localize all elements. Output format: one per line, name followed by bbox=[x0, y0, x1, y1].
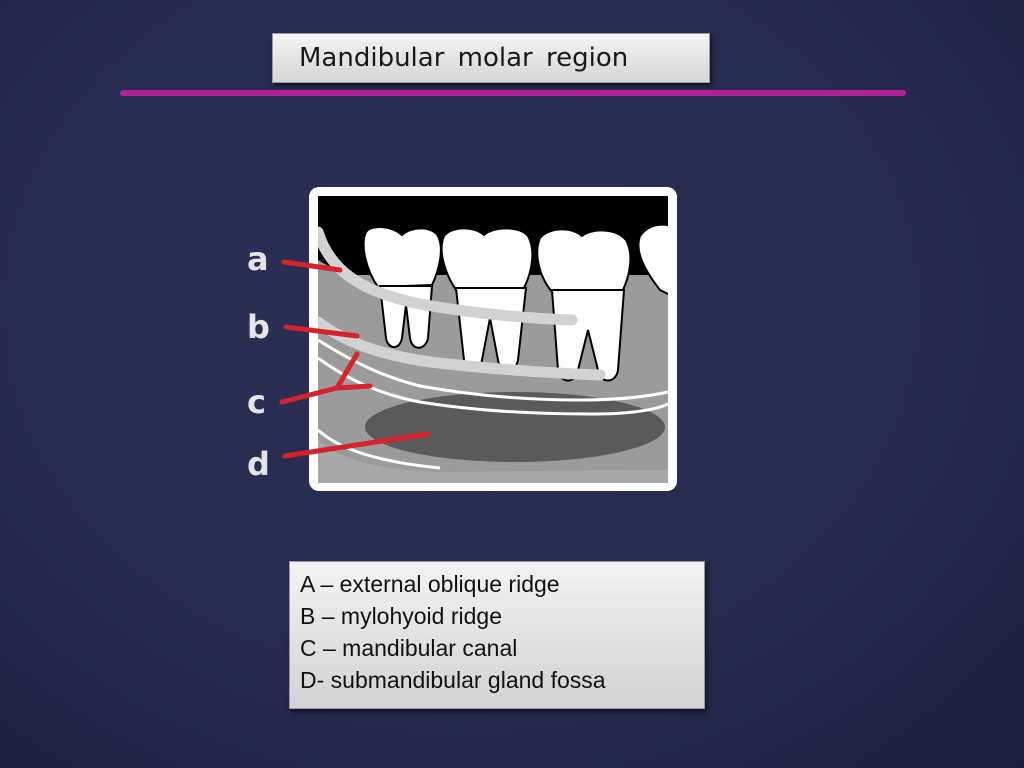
legend-item-a: A – external oblique ridge bbox=[300, 571, 560, 597]
leader-line-b bbox=[283, 324, 360, 339]
legend-item-d: D- submandibular gland fossa bbox=[300, 667, 606, 693]
label-c: c bbox=[247, 383, 266, 421]
molar-4 bbox=[637, 223, 668, 296]
legend-item-b: B – mylohyoid ridge bbox=[300, 603, 502, 629]
molar-3 bbox=[536, 228, 632, 382]
mandibular-canal-upper bbox=[318, 338, 668, 402]
slide-title: Mandibular molar region bbox=[272, 33, 710, 83]
leader-line-c bbox=[279, 385, 340, 405]
title-underline bbox=[120, 90, 906, 96]
label-d: d bbox=[247, 445, 270, 483]
leader-line-c-lower bbox=[334, 383, 373, 391]
leader-line-d bbox=[282, 431, 431, 459]
label-b: b bbox=[247, 308, 270, 346]
leader-line-a bbox=[281, 259, 343, 273]
label-a: a bbox=[247, 240, 269, 278]
leader-line-c-upper bbox=[334, 351, 360, 391]
external-oblique-ridge bbox=[318, 226, 578, 326]
legend-item-c: C – mandibular canal bbox=[300, 635, 518, 661]
legend-box: A – external oblique ridge B – mylohyoid… bbox=[289, 561, 705, 709]
submandibular-fossa bbox=[365, 392, 665, 462]
mylohyoid-ridge bbox=[318, 316, 606, 381]
